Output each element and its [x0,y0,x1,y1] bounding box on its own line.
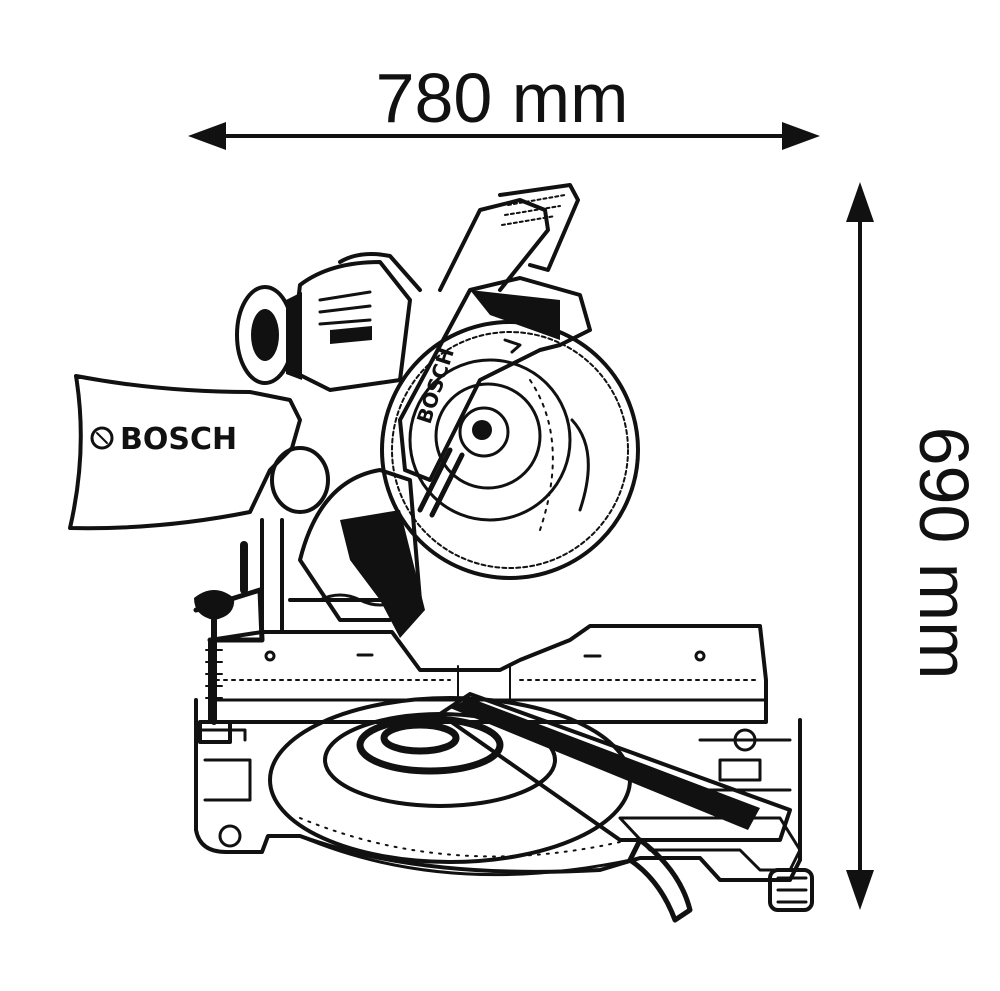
miter-saw: BOSCH BOSCH [68,183,814,923]
clamp [193,541,265,744]
width-label: 780 mm [376,59,629,137]
width-arrow-right [782,122,820,150]
upper-guard: BOSCH [398,183,592,518]
height-dimension: 690 mm [846,182,983,910]
height-label: 690 mm [905,427,983,680]
bag-brand-label: BOSCH [120,422,237,457]
saw-blade [380,320,640,580]
miter-arm [438,692,814,923]
saw-motor [235,252,422,392]
height-arrow-top [846,182,874,222]
dust-bag: BOSCH [68,374,302,531]
width-arrow-left [188,122,226,150]
height-arrow-bottom [846,870,874,910]
width-dimension: 780 mm [188,59,820,150]
head-column [260,446,425,638]
